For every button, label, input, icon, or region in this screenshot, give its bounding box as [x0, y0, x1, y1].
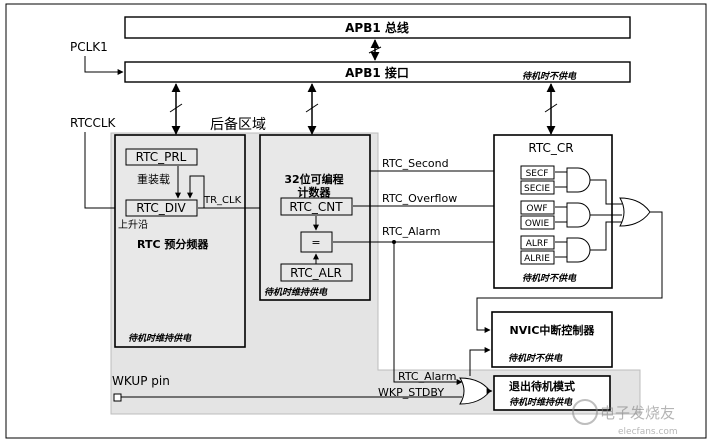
nvic-standby-no-power: 待机时不供电 [508, 353, 563, 364]
secf-box [520, 165, 555, 180]
counter-title-line1: 32位可编程 [284, 172, 343, 186]
alrie-label: ALRIE [524, 254, 550, 264]
owf-box [520, 200, 555, 215]
wkup-pin-label: WKUP pin [112, 374, 170, 388]
secie-box [520, 180, 555, 195]
nvic-title: NVIC中断控制器 [510, 323, 596, 337]
pclk1-label: PCLK1 [70, 40, 108, 54]
reload-label: 重装载 [137, 172, 170, 186]
watermark-logo-icon [572, 399, 598, 425]
rtcclk-label: RTCCLK [70, 116, 117, 130]
rtc-alarm-label-lower: RTC_Alarm [398, 370, 456, 383]
rtc-cr-title: RTC_CR [528, 141, 573, 155]
rtc-overflow-label: RTC_Overflow [382, 192, 457, 205]
rtc-div-label: RTC_DIV [136, 201, 186, 215]
tr-clk-label: TR_CLK [203, 195, 242, 206]
rtc-prl-label: RTC_PRL [136, 150, 187, 164]
rtc-alarm-down-line [393, 242, 463, 385]
watermark-text: 电子发烧友 [600, 404, 675, 422]
watermark: 电子发烧友 elecfans.com [572, 399, 678, 437]
backup-domain-label: 后备区域 [210, 116, 266, 133]
apb1-interface-label: APB1 接口 [345, 65, 409, 80]
exit-standby-keep-power: 待机时维持供电 [509, 397, 573, 408]
rtc-alr-box [280, 263, 353, 282]
prescaler-block [114, 134, 246, 348]
rtc-second-label: RTC_Second [382, 157, 449, 170]
rtc-prl-box [125, 148, 198, 166]
and-gate-second [555, 167, 591, 193]
counter-standby-keep-power: 待机时维持供电 [264, 287, 328, 298]
rtc-cr-standby-no-power: 待机时不供电 [522, 273, 577, 284]
secf-label: SECF [526, 169, 549, 179]
owf-label: OWF [526, 204, 547, 214]
rtc-div-box [125, 199, 198, 217]
secie-label: SECIE [524, 184, 550, 194]
alrf-box [520, 235, 555, 250]
rtc-alarm-label: RTC_Alarm [382, 225, 440, 238]
prescaler-standby-keep-power: 待机时维持供电 [128, 333, 192, 344]
outer-frame [5, 3, 707, 439]
and-gate-overflow [555, 202, 591, 228]
pclk1-line [84, 56, 124, 75]
rtc-cnt-box [280, 197, 353, 216]
comparator-box [300, 231, 333, 253]
wkup-pin-pad [113, 393, 122, 402]
rtc-alr-label: RTC_ALR [290, 266, 342, 280]
rising-edge-label: 上升沿 [118, 219, 148, 231]
owie-box [520, 215, 555, 230]
rtc-cnt-label: RTC_CNT [289, 200, 343, 214]
alrf-label: ALRF [526, 239, 549, 249]
apb1-bus-box [124, 16, 631, 39]
owie-label: OWIE [525, 219, 550, 229]
wkp-stdby-label: WKP_STDBY [378, 386, 444, 399]
alarm-to-nvic-line [469, 347, 491, 376]
apb1-interface-box [124, 61, 631, 83]
or-gate-wakeup [459, 377, 491, 405]
nvic-block [491, 311, 613, 368]
alrie-box [520, 250, 555, 265]
exit-standby-block [493, 375, 611, 411]
interrupt-to-nvic-line [476, 211, 663, 333]
and-gate-alarm [555, 237, 591, 263]
prescaler-title: RTC 预分频器 [137, 237, 209, 251]
exit-standby-title: 退出待机模式 [509, 379, 575, 393]
comparator-label: = [311, 236, 320, 249]
watermark-site: elecfans.com [618, 427, 678, 437]
counter-title-line2: 计数器 [298, 185, 332, 199]
apb1-standby-no-power: 待机时不供电 [522, 71, 577, 82]
or-gate-interrupt [619, 197, 651, 227]
rtcclk-line [84, 132, 125, 211]
apb1-bus-label: APB1 总线 [345, 20, 409, 35]
